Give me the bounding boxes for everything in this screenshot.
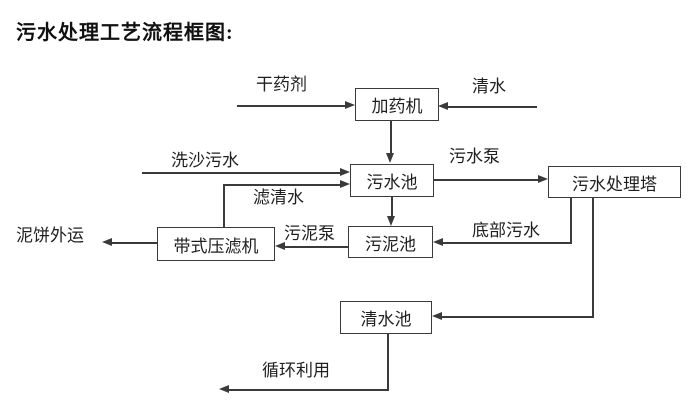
arrow-left-icon [219, 385, 229, 393]
edge-filtered-water-line [223, 184, 341, 186]
edge-recycling-vline [387, 334, 389, 390]
edge-filtered-water-riser-line [223, 184, 225, 227]
edge-recycling-line [229, 389, 389, 391]
node-clean-water-pool: 清水池 [340, 301, 432, 334]
arrow-down-icon [386, 153, 394, 163]
node-sludge-pool: 污泥池 [348, 226, 433, 258]
arrow-right-icon [340, 180, 350, 188]
diagram-title: 污水处理工艺流程框图: [16, 22, 234, 44]
label-sewage-pump: 污水泵 [449, 147, 500, 166]
label-recycling: 循环利用 [262, 361, 330, 380]
arrow-right-icon [345, 101, 355, 109]
edge-dry-chemical-line [237, 105, 346, 107]
label-bottom-sewage: 底部污水 [472, 221, 540, 240]
edge-sludge-pump-line [285, 246, 348, 248]
arrow-left-icon [432, 312, 442, 320]
node-treatment-tower: 污水处理塔 [548, 166, 681, 198]
label-sludge-pump: 污泥泵 [284, 224, 335, 243]
arrow-down-icon [387, 216, 395, 226]
label-filtered-water: 滤清水 [253, 188, 304, 207]
node-sewage-pool: 污水池 [350, 164, 434, 197]
arrow-right-icon [538, 175, 548, 183]
edge-tower-to-cleanpool-vline [592, 198, 594, 317]
label-clean-water: 清水 [472, 77, 506, 96]
edge-clean-water-line [448, 106, 537, 108]
arrow-left-icon [102, 238, 112, 246]
edge-sewage-pump-line [434, 179, 539, 181]
label-mud-cake-out: 泥饼外运 [16, 226, 84, 245]
arrow-left-icon [438, 102, 448, 110]
edge-mud-cake-line [112, 242, 157, 244]
edge-dosing-to-sewage-line [390, 121, 392, 154]
node-belt-filter-press: 带式压滤机 [157, 227, 275, 261]
edge-sewage-to-sludge-line [391, 197, 393, 216]
node-dosing-machine: 加药机 [355, 88, 439, 121]
label-sand-washing-sewage: 洗沙污水 [171, 151, 239, 170]
arrow-left-icon [275, 242, 285, 250]
arrow-left-icon [433, 238, 443, 246]
arrow-right-icon [340, 168, 350, 176]
label-dry-chemical: 干药剂 [256, 75, 307, 94]
edge-bottom-sewage-vline [570, 198, 572, 243]
edge-sand-washing-line [142, 172, 341, 174]
edge-bottom-sewage-line [443, 242, 572, 244]
edge-tower-to-cleanpool-line [442, 316, 594, 318]
